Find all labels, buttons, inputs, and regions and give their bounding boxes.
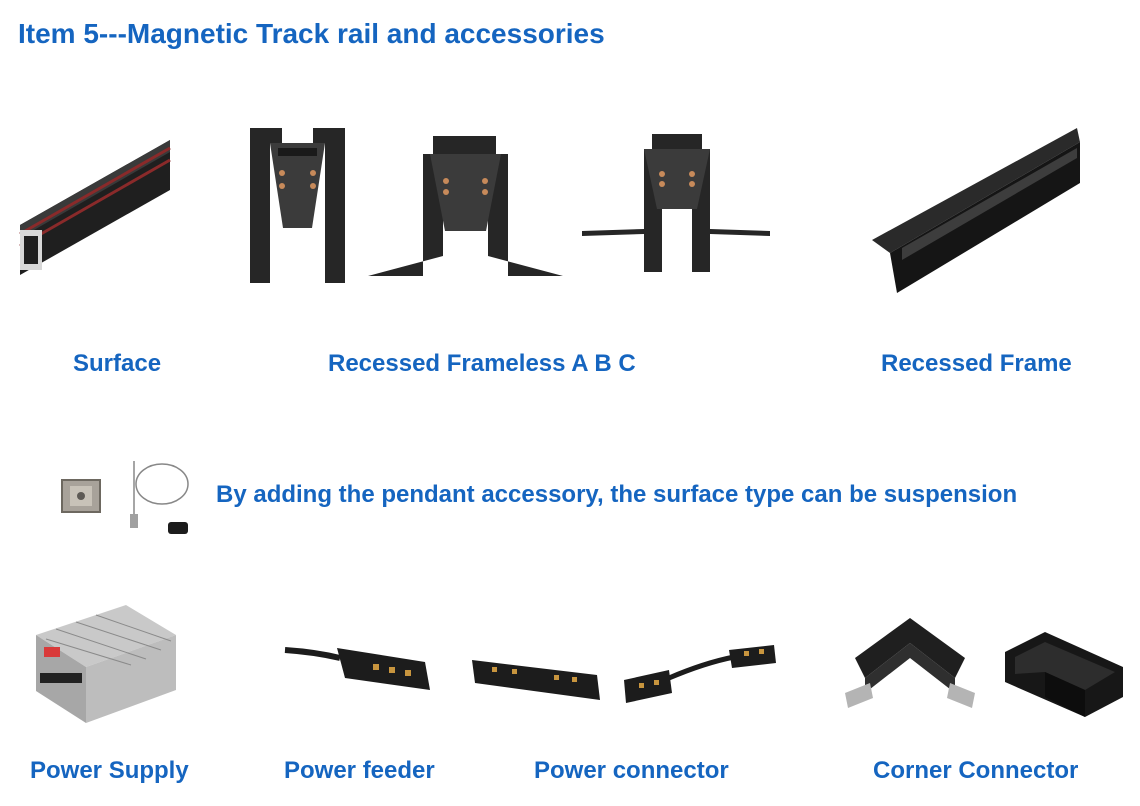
pendant-note: By adding the pendant accessory, the sur… bbox=[216, 481, 1018, 508]
pendant-clip-icon bbox=[60, 476, 102, 516]
recessed-frame-rail-icon bbox=[872, 128, 1082, 298]
pendant-cable-icon bbox=[122, 456, 194, 536]
corner-connector-icon bbox=[845, 618, 975, 718]
surface-label: Surface bbox=[73, 350, 162, 377]
recessed-frameless-a-icon bbox=[250, 128, 345, 283]
power-feeder-icon bbox=[284, 640, 435, 705]
power-connector-icon bbox=[472, 655, 602, 710]
corner-connector-label: Corner Connector bbox=[873, 757, 1079, 784]
power-supply-label: Power Supply bbox=[30, 757, 189, 784]
power-connector-label: Power connector bbox=[534, 757, 729, 784]
page-title: Item 5---Magnetic Track rail and accesso… bbox=[18, 18, 605, 49]
recessed-frameless-c-icon bbox=[582, 134, 772, 274]
recessed-frame-label: Recessed Frame bbox=[881, 350, 1072, 377]
power-supply-icon bbox=[36, 605, 176, 725]
recessed-corner-icon bbox=[1005, 632, 1125, 722]
recessed-frameless-b-icon bbox=[368, 136, 563, 281]
surface-track-rail-icon bbox=[19, 130, 175, 275]
flexible-connector-icon bbox=[624, 645, 782, 705]
power-feeder-label: Power feeder bbox=[284, 757, 435, 784]
recessed-frameless-label: Recessed Frameless A B C bbox=[328, 350, 636, 377]
